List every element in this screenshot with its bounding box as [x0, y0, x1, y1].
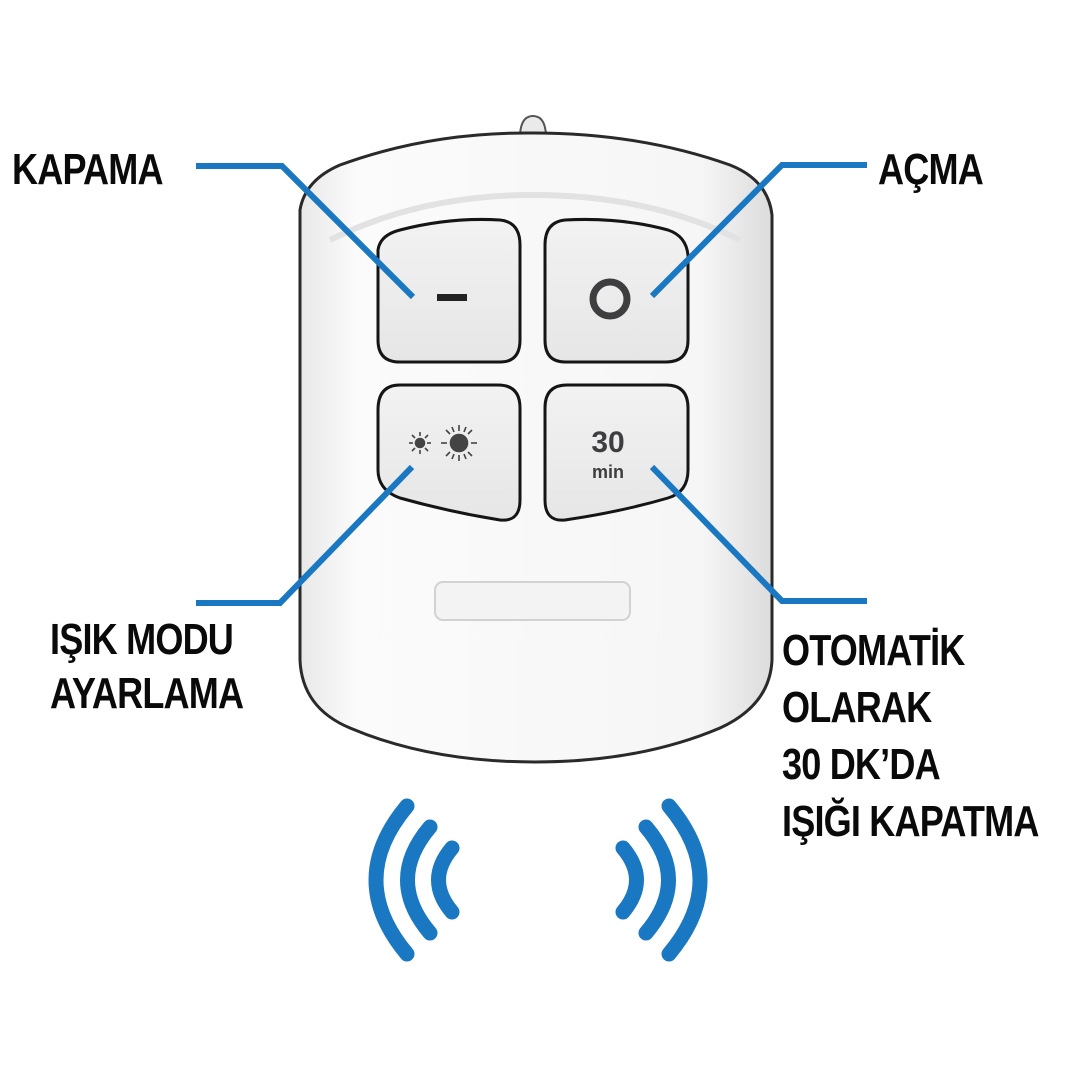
signal-right-outer: [661, 798, 708, 962]
timer-unit: min: [592, 462, 624, 482]
circle-icon: [589, 278, 631, 320]
minus-icon: [437, 294, 467, 301]
callout-line-off: [196, 163, 416, 300]
led-indicator: [518, 114, 548, 136]
label-light-mode: IŞIK MODU AYARLAMA: [50, 615, 244, 718]
signal-right-middle: [638, 819, 676, 941]
label-auto-off-timer: OTOMATİK OLARAK 30 DK’DA IŞIĞI KAPATMA: [782, 626, 1039, 846]
signal-left-outer: [368, 798, 415, 962]
signal-right-inner: [615, 840, 644, 920]
callout-line-timer: [649, 464, 867, 604]
signal-left-middle: [400, 819, 438, 941]
light-mode-button[interactable]: [376, 383, 522, 522]
callout-line-mode: [196, 464, 415, 606]
label-slot: [434, 581, 631, 621]
label-off: KAPAMA: [12, 145, 164, 194]
on-button[interactable]: [543, 217, 690, 364]
timer-30-button[interactable]: 30 min: [543, 383, 690, 522]
off-button[interactable]: [376, 217, 522, 364]
wireless-signal-icon: [368, 798, 708, 962]
brightness-icon: [409, 425, 477, 461]
signal-left-inner: [431, 840, 460, 920]
timer-value: 30: [591, 426, 624, 459]
remote-body: [298, 131, 774, 764]
label-on: AÇMA: [878, 145, 984, 194]
callout-line-on: [649, 162, 867, 299]
